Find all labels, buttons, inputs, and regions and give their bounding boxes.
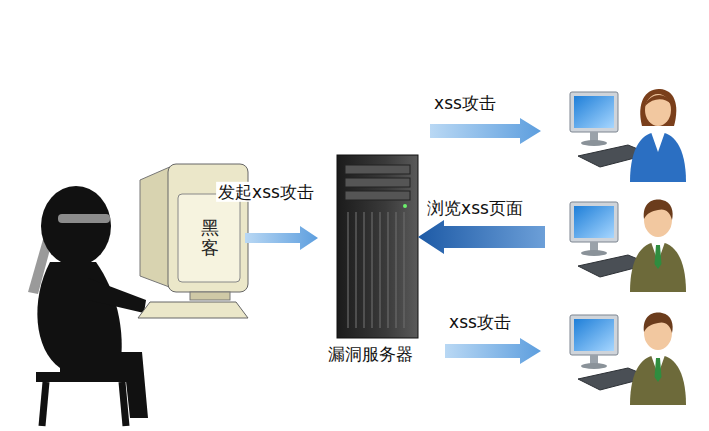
user-figure (570, 89, 686, 182)
monitor-label: 黑客 (201, 218, 219, 258)
server-label: 漏洞服务器 (328, 344, 413, 364)
user-figure (570, 200, 686, 292)
attack-arrow (430, 118, 541, 144)
attack-arrow (445, 338, 541, 364)
arrow-label: 浏览xss页面 (425, 198, 525, 218)
attack-arrow (245, 226, 318, 250)
hacker-figure (28, 186, 148, 426)
edge-label: 发起xss攻击 (216, 182, 316, 202)
arrow-label: xss攻击 (432, 93, 498, 113)
arrow-label: xss攻击 (447, 312, 513, 332)
user-figure (570, 313, 686, 405)
server-tower (337, 155, 418, 338)
browse-arrow (418, 220, 545, 254)
server-node: 漏洞服务器 (318, 150, 422, 368)
